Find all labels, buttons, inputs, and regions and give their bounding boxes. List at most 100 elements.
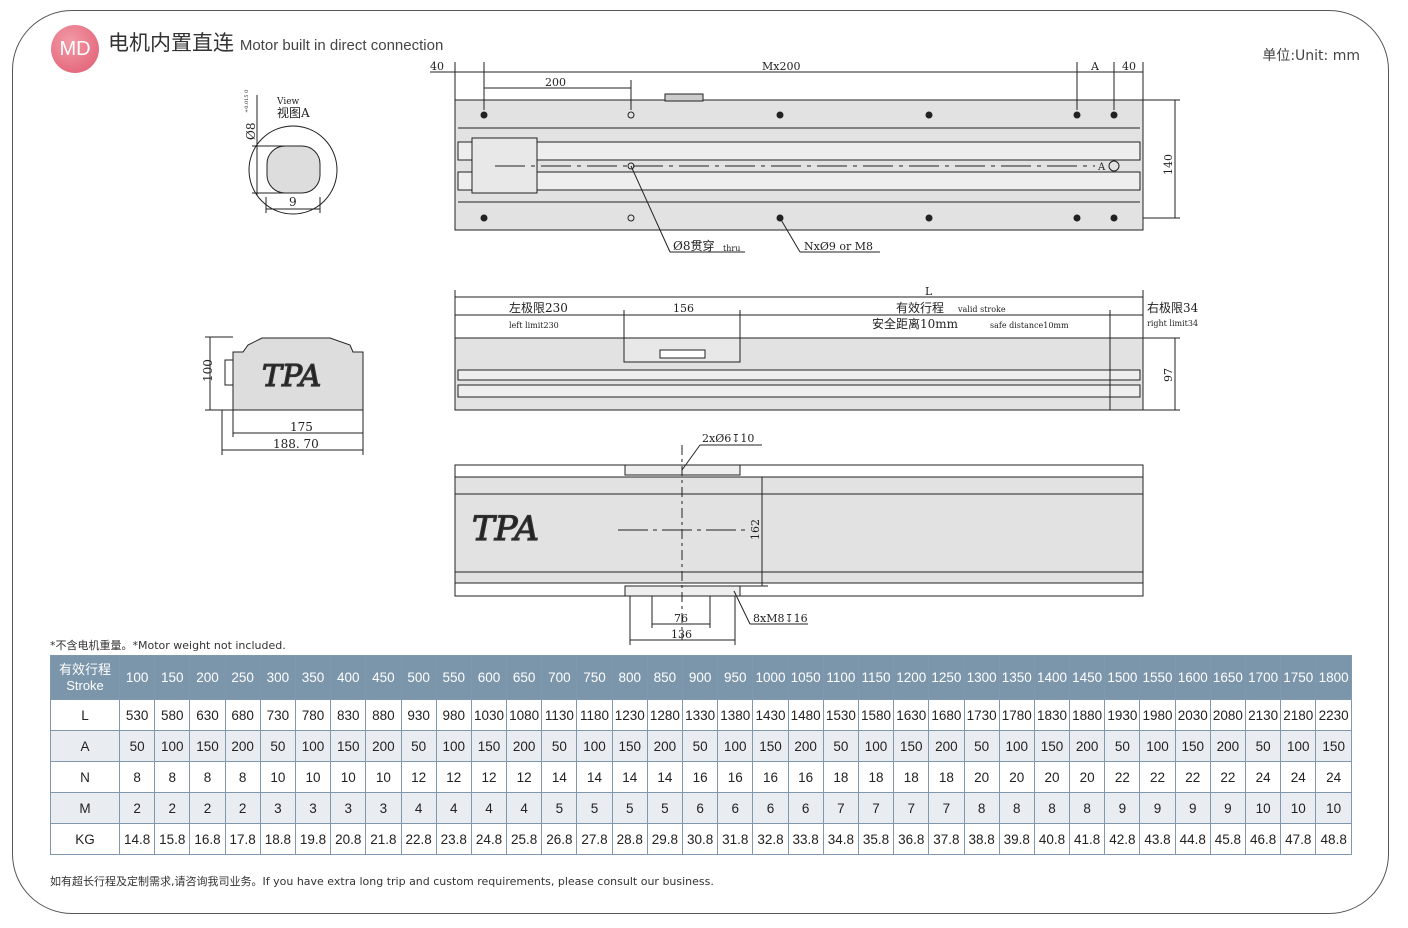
table-cell: 14.8 (118, 823, 156, 855)
table-cell: 830 (330, 699, 367, 731)
table-cell: 14 (541, 761, 578, 793)
table-cell: 47.8 (1280, 823, 1317, 855)
table-cell: 150 (189, 730, 226, 762)
table-cell: 20 (1033, 761, 1071, 793)
table-cell: 7 (928, 792, 965, 824)
table-cell: 2030 (1174, 699, 1211, 731)
stroke-col-header: 500 (400, 655, 437, 700)
table-cell: 50 (1104, 730, 1141, 762)
table-cell: 1880 (1069, 699, 1106, 731)
view-a: View 视图A Ø8 +0.015 0 9 (244, 90, 338, 215)
side-view: L 左极限230 left limit230 156 有效行程 valid st… (454, 285, 1199, 411)
table-cell: 1380 (717, 699, 754, 731)
table-cell: 4 (400, 792, 437, 824)
table-cell: 1280 (646, 699, 684, 731)
stroke-col-header: 100 (118, 655, 156, 700)
table-cell: 100 (717, 730, 754, 762)
table-cell: 1180 (576, 699, 613, 731)
table-cell: 15.8 (154, 823, 191, 855)
table-cell: 2080 (1209, 699, 1247, 731)
table-cell: 19.8 (294, 823, 332, 855)
dim-dia: Ø8 (244, 123, 258, 140)
table-cell: 10 (365, 761, 402, 793)
stroke-col-header: 200 (189, 655, 226, 700)
table-cell: 200 (1069, 730, 1106, 762)
dim-height: 100 (201, 359, 215, 382)
table-cell: 31.8 (717, 823, 754, 855)
table-cell: 10 (259, 761, 296, 793)
table-cell: 2 (154, 792, 191, 824)
dim-l: L (925, 285, 933, 298)
table-cell: 24.8 (470, 823, 508, 855)
footer-note: 如有超长行程及定制需求,请咨询我司业务。If you have extra lo… (50, 875, 714, 888)
table-cell: 50 (1244, 730, 1282, 762)
table-cell: 32.8 (752, 823, 789, 855)
table-cell: 50 (681, 730, 719, 762)
table-cell: 33.8 (787, 823, 824, 855)
stroke-col-header: 800 (611, 655, 648, 700)
table-cell: 50 (541, 730, 578, 762)
stroke-col-header: 550 (435, 655, 472, 700)
dim-76: 76 (674, 612, 688, 625)
technical-drawing: View 视图A Ø8 +0.015 0 9 TPA 100 175 188. … (201, 60, 1199, 645)
table-cell: 1730 (963, 699, 1000, 731)
table-cell: 14 (611, 761, 648, 793)
stroke-col-header: 650 (506, 655, 543, 700)
row-label: L (50, 699, 120, 731)
hole-thru-label: Ø8贯穿 (673, 238, 714, 253)
title-cn: 电机内置直连 (108, 32, 234, 55)
table-cell: 40.8 (1033, 823, 1071, 855)
table-cell: 780 (294, 699, 332, 731)
stroke-col-header: 1700 (1244, 655, 1282, 700)
stroke-col-header: 1450 (1069, 655, 1106, 700)
table-cell: 8 (1069, 792, 1106, 824)
table-cell: 44.8 (1174, 823, 1211, 855)
table-cell: 8 (1033, 792, 1071, 824)
table-cell: 530 (118, 699, 156, 731)
table-cell: 25.8 (506, 823, 543, 855)
stroke-col-header: 900 (681, 655, 719, 700)
dim-162: 162 (749, 519, 762, 540)
table-cell: 980 (435, 699, 472, 731)
table-cell: 12 (470, 761, 508, 793)
stroke-col-header: 350 (294, 655, 332, 700)
table-cell: 5 (541, 792, 578, 824)
table-cell: 10 (294, 761, 332, 793)
table-cell: 20 (1069, 761, 1106, 793)
table-cell: 29.8 (646, 823, 684, 855)
table-cell: 1080 (506, 699, 543, 731)
table-cell: 37.8 (928, 823, 965, 855)
table-cell: 200 (928, 730, 965, 762)
stroke-col-header: 1600 (1174, 655, 1211, 700)
table-cell: 14 (576, 761, 613, 793)
view-label-cn: 视图A (277, 105, 310, 120)
table-cell: 20 (998, 761, 1035, 793)
dim-188: 188. 70 (273, 437, 319, 451)
table-cell: 1430 (752, 699, 789, 731)
stroke-col-header: 450 (365, 655, 402, 700)
table-cell: 22 (1104, 761, 1141, 793)
dim-40-right: 40 (1122, 60, 1136, 73)
dim-a: A (1090, 60, 1100, 73)
table-cell: 2 (224, 792, 261, 824)
table-cell: 100 (857, 730, 895, 762)
table-cell: 35.8 (857, 823, 895, 855)
table-cell: 41.8 (1069, 823, 1106, 855)
stroke-col-header: 1400 (1033, 655, 1071, 700)
table-cell: 34.8 (822, 823, 859, 855)
dim-200: 200 (545, 76, 566, 89)
hole-n-label: NxØ9 or M8 (804, 240, 873, 253)
table-cell: 38.8 (963, 823, 1000, 855)
table-cell: 18 (928, 761, 965, 793)
table-cell: 46.8 (1244, 823, 1282, 855)
table-cell: 7 (822, 792, 859, 824)
table-cell: 1830 (1033, 699, 1071, 731)
table-cell: 24 (1244, 761, 1282, 793)
table-cell: 5 (611, 792, 648, 824)
weight-note: *不含电机重量。*Motor weight not included. (50, 639, 286, 652)
safe-distance: 安全距离10mm (872, 316, 959, 331)
dim-136: 136 (671, 628, 692, 641)
